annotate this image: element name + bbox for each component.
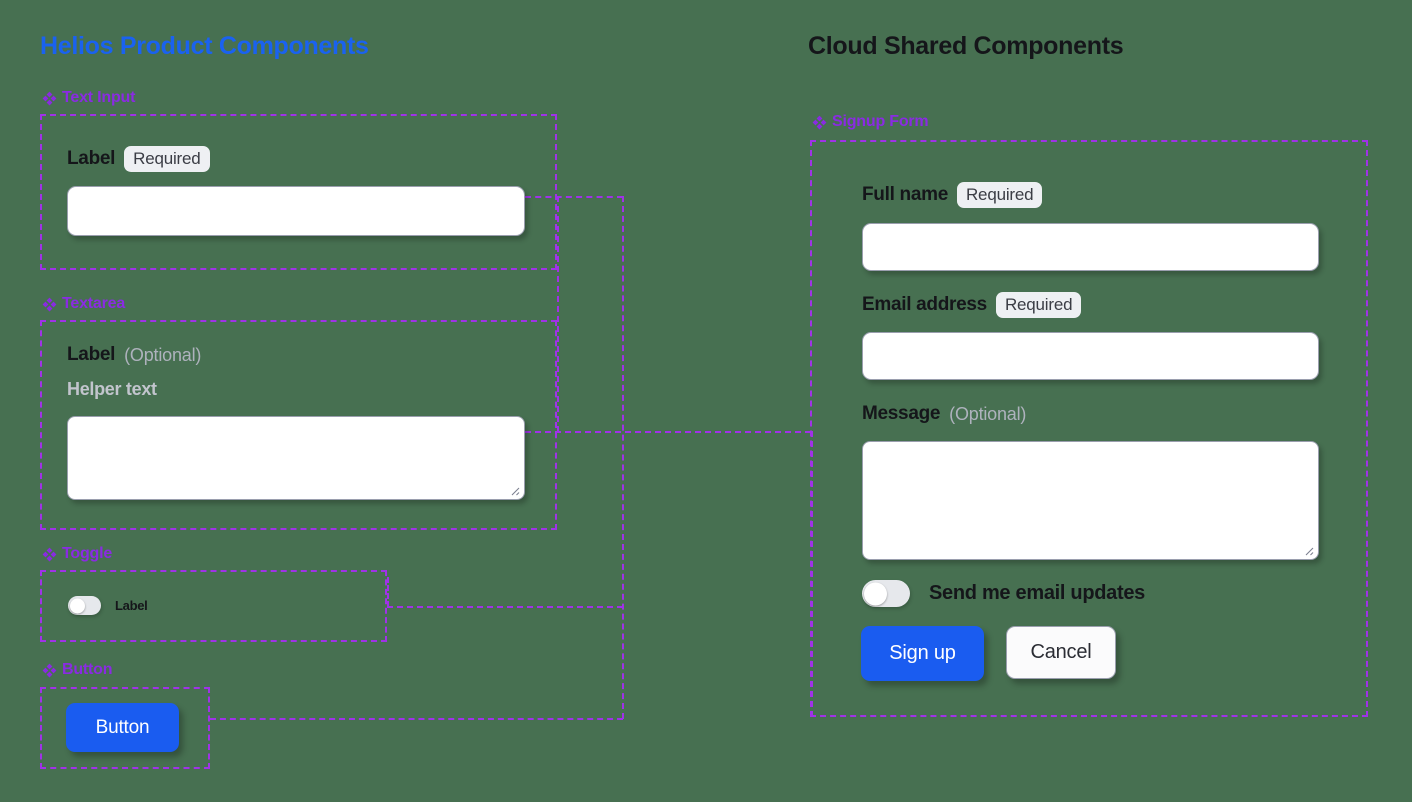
toggle-label: Label (115, 598, 148, 613)
left-panel-title: Helios Product Components (40, 32, 369, 60)
email-updates-toggle-row: Send me email updates (862, 580, 1145, 607)
component-frame-text-input (40, 114, 557, 270)
text-input-required-badge: Required (124, 146, 210, 172)
full-name-label-row: Full name Required (862, 182, 1043, 208)
toggle-knob (70, 598, 85, 613)
email-required-badge: Required (995, 292, 1082, 318)
component-icon (812, 115, 827, 129)
text-input-label: Label (67, 148, 116, 169)
full-name-label: Full name (862, 184, 948, 205)
full-name-required-badge: Required (956, 182, 1043, 208)
section-label: Text Input (62, 89, 136, 106)
connector-toggle-branch (387, 606, 623, 608)
message-textarea[interactable] (862, 441, 1319, 560)
text-input-field[interactable] (67, 186, 525, 236)
section-label: Textarea (62, 295, 126, 312)
email-label: Email address (862, 294, 987, 315)
resize-grip-icon[interactable] (507, 483, 520, 496)
connector-signupform-riser (811, 431, 813, 717)
component-frame-toggle (40, 570, 387, 642)
component-icon (42, 91, 57, 105)
section-heading-signup-form: Signup Form (812, 113, 929, 131)
connector-textarea-branch (525, 431, 811, 433)
component-icon (42, 547, 57, 561)
textarea-label-row: Label (Optional) (67, 344, 201, 366)
toggle-knob (864, 582, 887, 605)
email-updates-label: Send me email updates (929, 582, 1145, 604)
section-heading-toggle: Toggle (42, 545, 112, 563)
sign-up-button[interactable]: Sign up (861, 626, 984, 681)
connector-button-branch (210, 718, 623, 720)
connector-textinput-riser (557, 196, 559, 432)
email-label-row: Email address Required (862, 292, 1082, 318)
demo-button[interactable]: Button (66, 703, 179, 752)
section-label: Toggle (62, 545, 113, 562)
connector-textinput-branch (525, 196, 623, 198)
section-heading-button: Button (42, 661, 113, 679)
toggle-switch[interactable] (68, 596, 101, 615)
textarea-label: Label (67, 344, 116, 365)
resize-grip-icon[interactable] (1301, 543, 1314, 556)
text-input-label-row: Label Required (67, 146, 210, 172)
textarea-optional-tag: (Optional) (124, 344, 202, 365)
section-heading-textarea: Textarea (42, 295, 125, 313)
cancel-button[interactable]: Cancel (1006, 626, 1116, 679)
message-label-row: Message (Optional) (862, 403, 1026, 425)
component-icon (42, 297, 57, 311)
connector-bus-secondary (622, 196, 624, 719)
textarea-helper-text: Helper text (67, 379, 157, 399)
section-label: Button (62, 661, 113, 678)
right-panel-title: Cloud Shared Components (808, 32, 1124, 60)
full-name-input[interactable] (862, 223, 1319, 271)
component-frame-textarea (40, 320, 557, 530)
component-frame-button (40, 687, 210, 769)
message-label: Message (862, 403, 941, 424)
component-icon (42, 663, 57, 677)
message-optional-tag: (Optional) (949, 403, 1027, 424)
connector-toggle-riser (387, 577, 389, 607)
component-frame-signup-form (810, 140, 1368, 717)
email-updates-toggle[interactable] (862, 580, 910, 607)
textarea-field[interactable] (67, 416, 525, 500)
section-label: Signup Form (832, 113, 929, 130)
section-heading-text-input: Text Input (42, 89, 135, 107)
email-input[interactable] (862, 332, 1319, 380)
toggle-row: Label (68, 596, 148, 615)
